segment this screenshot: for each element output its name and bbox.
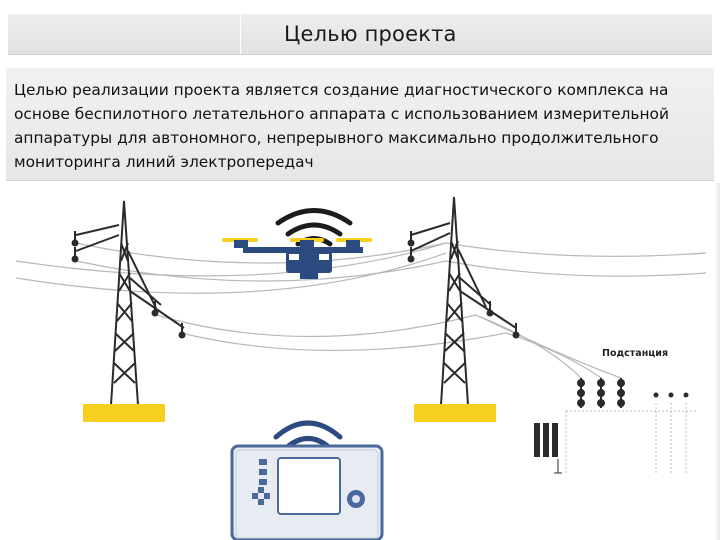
slide-body-text: Целью реализации проекта является создан… — [14, 81, 669, 171]
title-divider — [240, 14, 241, 54]
power-tower-icon — [410, 196, 517, 406]
substation-label: Подстанция — [602, 348, 668, 359]
controller-icon — [230, 444, 384, 540]
power-line-illustration: Подстанция — [6, 183, 714, 540]
tower-base-left — [83, 404, 165, 422]
substation-icon — [534, 378, 696, 474]
tower-insulators-right — [407, 231, 520, 339]
drone-icon — [222, 238, 372, 279]
power-wires — [15, 242, 707, 379]
tower-insulators-left — [71, 231, 186, 339]
right-edge-shadow — [714, 183, 720, 540]
power-tower-icon — [75, 200, 185, 406]
body-box: Целью реализации проекта является создан… — [6, 68, 714, 181]
title-bar: Целью проекта — [8, 14, 712, 55]
slide-title: Целью проекта — [284, 22, 457, 46]
tower-base-right — [414, 404, 496, 422]
